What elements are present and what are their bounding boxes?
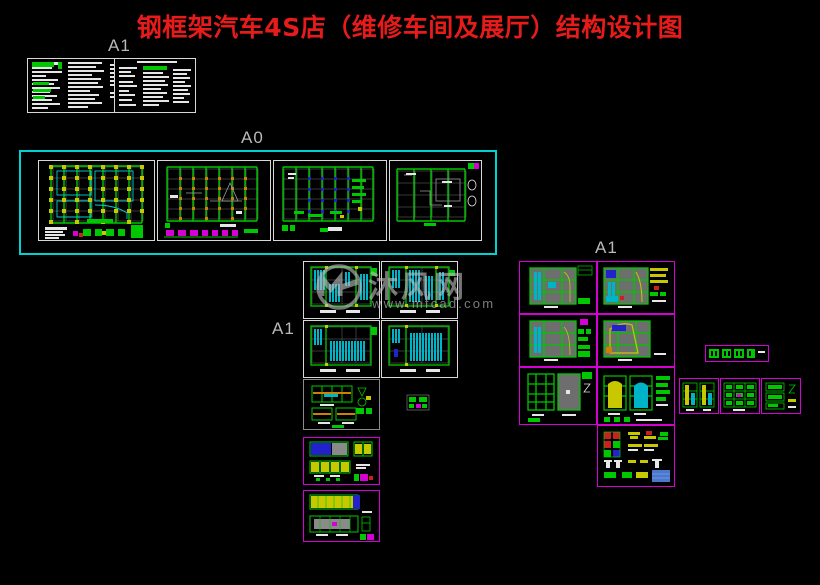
sheet-label-plans: A0 xyxy=(241,128,264,147)
loose-detail-drawing xyxy=(406,394,430,411)
panel-frame-elevation-4[interactable] xyxy=(597,314,675,367)
panel-frame-elevation-2[interactable] xyxy=(597,261,675,314)
general-notes-right-drawing xyxy=(115,59,195,112)
stair-section-detail-drawing xyxy=(721,379,759,413)
panel-stair-detail-strip[interactable] xyxy=(705,345,769,362)
floor-plan-b-drawing xyxy=(382,262,457,318)
roof-framing-plan-drawing xyxy=(390,161,481,240)
misc-detail-drawing xyxy=(762,379,800,413)
frame-elevation-1-drawing xyxy=(520,262,596,313)
panel-floor-framing-plan[interactable] xyxy=(273,160,387,241)
panel-connection-details[interactable] xyxy=(597,425,675,487)
foundation-plan-drawing xyxy=(39,161,154,240)
elevation-sheet-1-drawing xyxy=(304,438,379,484)
sheet-label-middle: A1 xyxy=(272,319,295,338)
panel-beam-detail-sheet[interactable] xyxy=(303,379,380,430)
panel-floor-plan-b[interactable] xyxy=(381,261,458,319)
floor-plan-d-drawing xyxy=(382,321,457,377)
column-layout-plan-drawing xyxy=(158,161,270,240)
stair-plan-detail-drawing xyxy=(680,379,718,413)
floor-framing-plan-drawing xyxy=(274,161,386,240)
panel-roof-framing-plan[interactable] xyxy=(389,160,482,241)
beam-detail-drawing xyxy=(304,380,379,429)
floor-plan-a-drawing xyxy=(304,262,379,318)
panel-frame-elevation-5[interactable] xyxy=(519,367,597,425)
panel-elevation-sheet-2[interactable] xyxy=(303,490,380,542)
panel-floor-plan-d[interactable] xyxy=(381,320,458,378)
sheet-label-right: A1 xyxy=(595,238,618,257)
frame-elevation-5-drawing xyxy=(520,368,596,424)
panel-stair-section-detail[interactable] xyxy=(720,378,760,414)
panel-column-layout-plan[interactable] xyxy=(157,160,271,241)
connection-details-drawing xyxy=(598,426,674,486)
panel-elevation-sheet-1[interactable] xyxy=(303,437,380,485)
stair-detail-strip-drawing xyxy=(706,346,768,361)
frame-elevation-6-drawing xyxy=(598,368,674,424)
sheet-label-notes: A1 xyxy=(108,36,131,55)
notes-panel-right[interactable] xyxy=(114,58,196,113)
panel-misc-detail[interactable] xyxy=(761,378,801,414)
panel-foundation-plan[interactable] xyxy=(38,160,155,241)
loose-detail-block[interactable] xyxy=(406,394,430,411)
panel-stair-plan-detail[interactable] xyxy=(679,378,719,414)
panel-floor-plan-c[interactable] xyxy=(303,320,380,378)
a0-plans-band[interactable] xyxy=(19,150,497,255)
page-title: 钢框架汽车4S店（维修车间及展厅）结构设计图 xyxy=(136,13,684,42)
panel-frame-elevation-3[interactable] xyxy=(519,314,597,367)
frame-elevation-4-drawing xyxy=(598,315,674,366)
panel-frame-elevation-1[interactable] xyxy=(519,261,597,314)
frame-elevation-2-drawing xyxy=(598,262,674,313)
panel-frame-elevation-6[interactable] xyxy=(597,367,675,425)
elevation-sheet-2-drawing xyxy=(304,491,379,541)
panel-floor-plan-a[interactable] xyxy=(303,261,380,319)
floor-plan-c-drawing xyxy=(304,321,379,377)
frame-elevation-3-drawing xyxy=(520,315,596,366)
